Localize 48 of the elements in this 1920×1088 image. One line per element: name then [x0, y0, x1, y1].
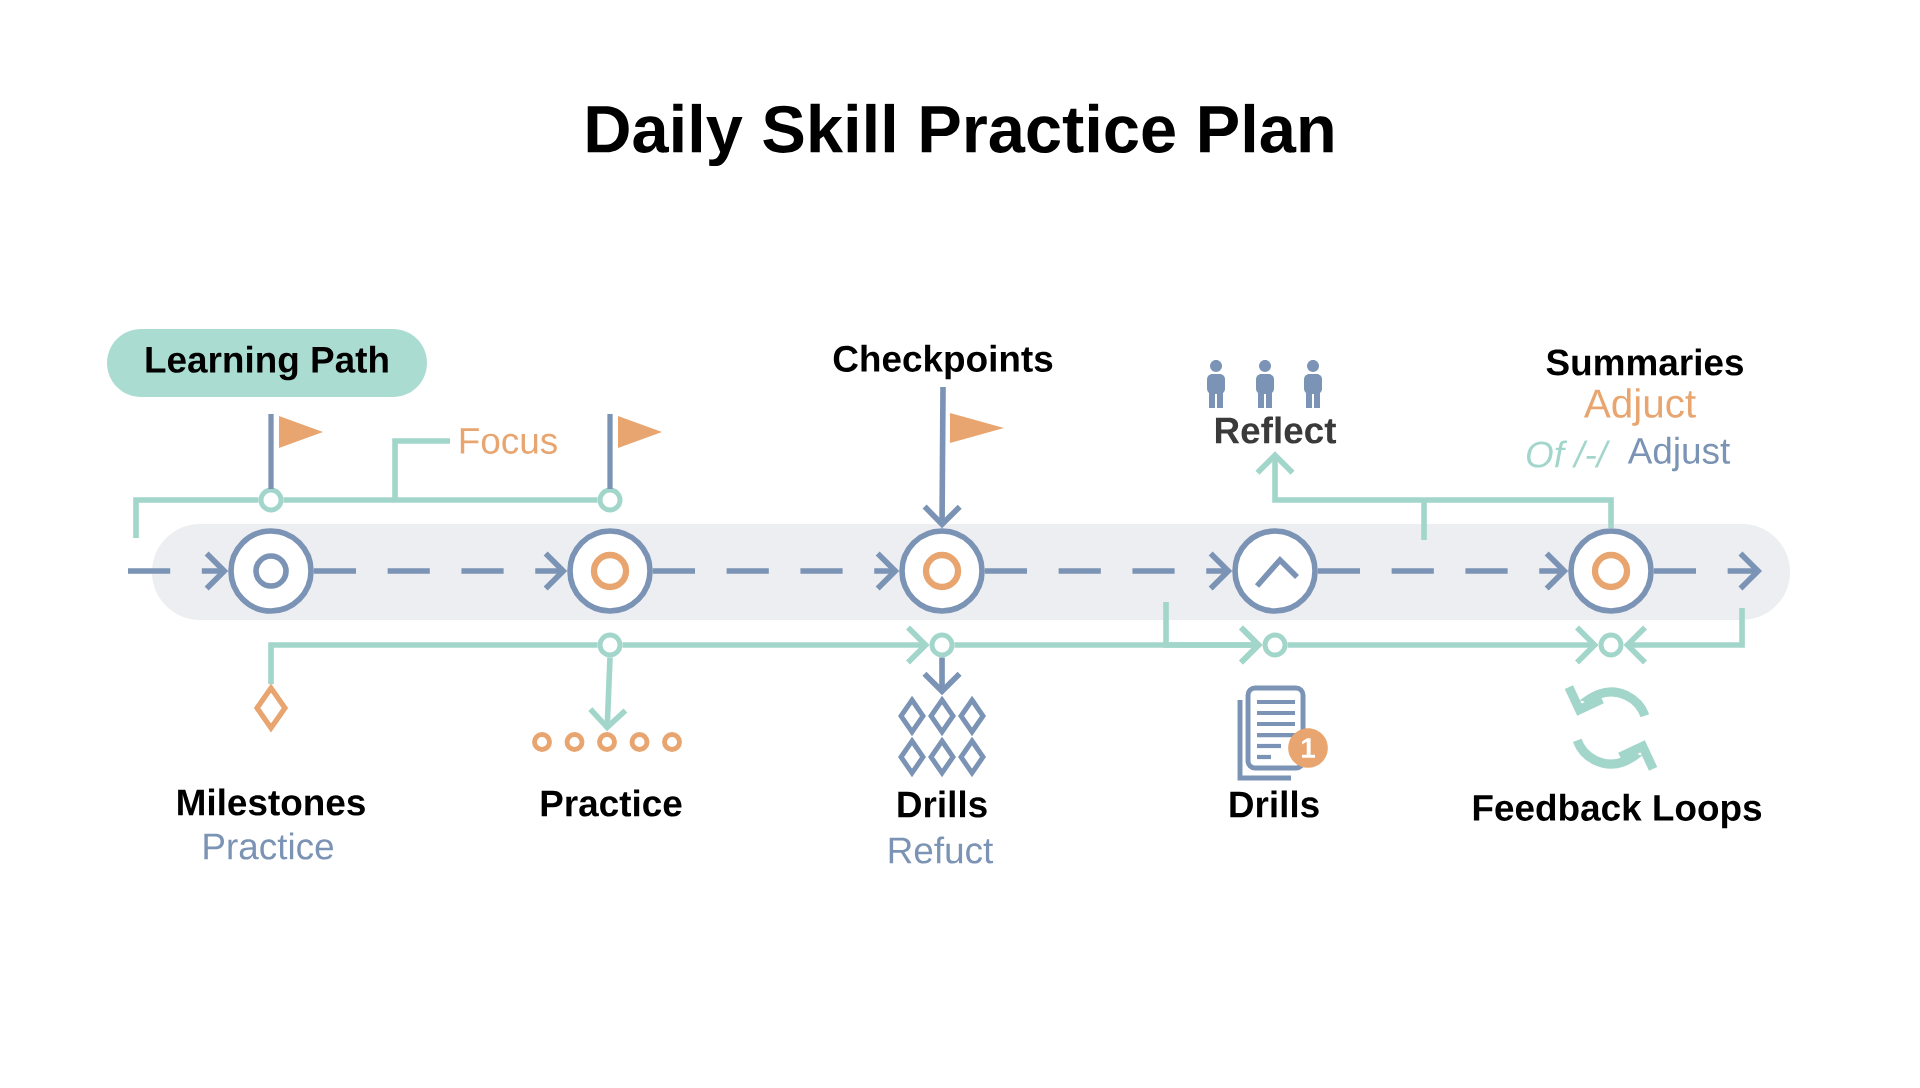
station-circle — [1568, 528, 1654, 614]
summary-heading: Summaries — [1546, 348, 1743, 376]
reflect-label: Reflect — [1215, 416, 1337, 444]
junction-circle — [929, 632, 955, 658]
node-label: Feedback Loops — [1473, 793, 1762, 829]
junction-circle — [1262, 632, 1288, 658]
leader-line — [392, 438, 451, 500]
arrow — [1287, 625, 1599, 665]
refresh-icon — [1564, 685, 1658, 771]
station-circle — [567, 528, 653, 614]
summary-text: Adjuct — [1583, 388, 1696, 426]
arrow — [313, 551, 568, 591]
arrow — [1317, 551, 1569, 591]
arrow — [922, 386, 962, 529]
summary-text: Of /-/ — [1527, 440, 1611, 468]
dots-drawing — [532, 732, 682, 752]
junction-circle — [1598, 632, 1624, 658]
node-label: Milestones — [178, 788, 365, 816]
station-circle — [1232, 528, 1318, 614]
connector — [268, 642, 598, 685]
focus-label: Focus — [460, 428, 557, 454]
arrow — [128, 551, 229, 591]
connector — [283, 497, 598, 503]
node-label: Refuct — [889, 836, 994, 864]
arrow — [622, 625, 930, 665]
label-pill: Learning Path — [107, 329, 427, 397]
node-label: Drills — [1230, 790, 1319, 818]
title: Daily Skill Practice Plan — [587, 103, 1333, 167]
node-label: Drills — [898, 790, 987, 818]
node-label: Practice — [204, 832, 333, 860]
arrow — [1163, 602, 1263, 665]
checkpoints-label: Checkpoints — [833, 344, 1053, 380]
junction-circle — [597, 487, 623, 513]
leader-line — [133, 497, 259, 538]
arrow — [984, 551, 1233, 591]
connector — [1421, 500, 1427, 540]
junction-circle — [258, 487, 284, 513]
arrow — [1255, 451, 1425, 503]
station-circle — [899, 528, 985, 614]
arrow — [1653, 551, 1763, 591]
junction-circle — [597, 632, 623, 658]
arrow — [1623, 608, 1745, 665]
connector — [1424, 497, 1614, 529]
count-badge: 1 — [1288, 728, 1328, 768]
node-label: Practice — [541, 789, 682, 817]
station-circle — [228, 528, 314, 614]
summary-text: Adjust — [1627, 436, 1730, 472]
arrow — [652, 551, 900, 591]
